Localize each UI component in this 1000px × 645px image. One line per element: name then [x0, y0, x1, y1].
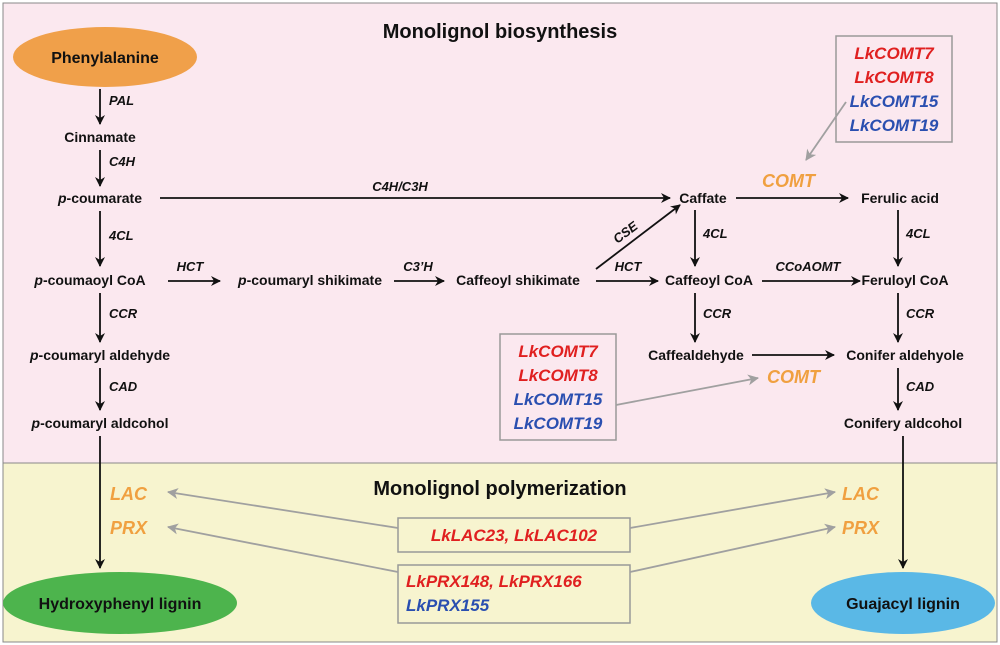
- comt-gene-box-top: [835, 35, 953, 143]
- guajacyl-lignin-label: Guajacyl lignin: [846, 596, 960, 613]
- c3h-label: C3’H: [403, 259, 433, 274]
- ccr-mid-label: CCR: [703, 306, 732, 321]
- lac-gene-box: [397, 517, 631, 553]
- 4cl-mid-label: 4CL: [702, 226, 728, 241]
- ccr-right-label: CCR: [906, 306, 935, 321]
- prx-left-label: PRX: [110, 518, 148, 538]
- 4cl-left-label: 4CL: [108, 228, 134, 243]
- p-coumaryl-aldcohol-label: p-coumaryl aldcohol: [31, 415, 169, 431]
- p-coumaoyl-coa-label: p-coumaoyl CoA: [33, 272, 145, 288]
- hct-right-label: HCT: [615, 259, 643, 274]
- cse-arrow: [595, 204, 681, 270]
- c4h-label: C4H: [109, 154, 136, 169]
- prx-gene-box: [397, 564, 631, 624]
- cinnamate-label: Cinnamate: [64, 129, 136, 145]
- comt-top-label: COMT: [762, 171, 817, 191]
- lac-left-label: LAC: [110, 484, 148, 504]
- caffate-label: Caffate: [679, 190, 727, 206]
- caffeoyl-shikimate-label: Caffeoyl shikimate: [456, 272, 580, 288]
- caffealdehyde-label: Caffealdehyde: [648, 347, 744, 363]
- comt-top-gene-3: LkCOMT15: [850, 92, 939, 111]
- phenylalanine-label: Phenylalanine: [51, 50, 159, 67]
- prx-left-gray-arrow: [167, 523, 399, 573]
- lac-right-gray-arrow: [629, 488, 836, 529]
- phenylalanine-ellipse: [13, 27, 197, 87]
- c4h-c3h-label: C4H/C3H: [372, 179, 428, 194]
- comt-mid-label: COMT: [767, 367, 822, 387]
- guajacyl-lignin-ellipse: [811, 572, 995, 634]
- comt-mid-gene-4: LkCOMT19: [514, 414, 603, 433]
- caffeoyl-coa-label: Caffeoyl CoA: [665, 272, 753, 288]
- biosynthesis-title: Monolignol biosynthesis: [383, 21, 617, 43]
- 4cl-right-label: 4CL: [905, 226, 931, 241]
- polymerization-title: Monolignol polymerization: [373, 478, 626, 500]
- comt-mid-gray-arrow: [615, 374, 759, 406]
- comt-top-gray-arrow: [805, 101, 847, 161]
- comt-mid-gene-2: LkCOMT8: [518, 366, 598, 385]
- prx-right-label: PRX: [842, 518, 880, 538]
- comt-top-gene-1: LkCOMT7: [854, 44, 935, 63]
- comt-mid-gene-1: LkCOMT7: [518, 342, 599, 361]
- comt-top-gene-2: LkCOMT8: [854, 68, 934, 87]
- prx-genes-line2: LkPRX155: [406, 596, 490, 615]
- conifery-aldcohol-label: Conifery aldcohol: [844, 415, 962, 431]
- prx-right-gray-arrow: [629, 523, 836, 573]
- hydroxyphenyl-lignin-label: Hydroxyphenyl lignin: [39, 596, 202, 613]
- prx-genes-line1: LkPRX148, LkPRX166: [406, 572, 582, 591]
- comt-top-gene-4: LkCOMT19: [850, 116, 939, 135]
- lac-right-label: LAC: [842, 484, 880, 504]
- feruloyl-coa-label: Feruloyl CoA: [861, 272, 948, 288]
- pal-label: PAL: [109, 93, 134, 108]
- ccr-left-label: CCR: [109, 306, 138, 321]
- comt-mid-gene-3: LkCOMT15: [514, 390, 603, 409]
- ferulic-acid-label: Ferulic acid: [861, 190, 939, 206]
- hydroxyphenyl-lignin-ellipse: [3, 572, 237, 634]
- cad-right-label: CAD: [906, 379, 935, 394]
- p-coumaryl-aldehyde-label: p-coumaryl aldehyde: [29, 347, 170, 363]
- hct-left-label: HCT: [177, 259, 205, 274]
- p-coumaryl-shikimate-label: p-coumaryl shikimate: [237, 272, 382, 288]
- comt-gene-box-mid: [499, 333, 617, 441]
- conifer-aldehyole-label: Conifer aldehyole: [846, 347, 964, 363]
- ccoaomt-label: CCoAOMT: [776, 259, 842, 274]
- p-coumarate-label: p-coumarate: [57, 190, 142, 206]
- lac-genes: LkLAC23, LkLAC102: [431, 526, 598, 545]
- lac-left-gray-arrow: [167, 488, 399, 529]
- cad-left-label: CAD: [109, 379, 138, 394]
